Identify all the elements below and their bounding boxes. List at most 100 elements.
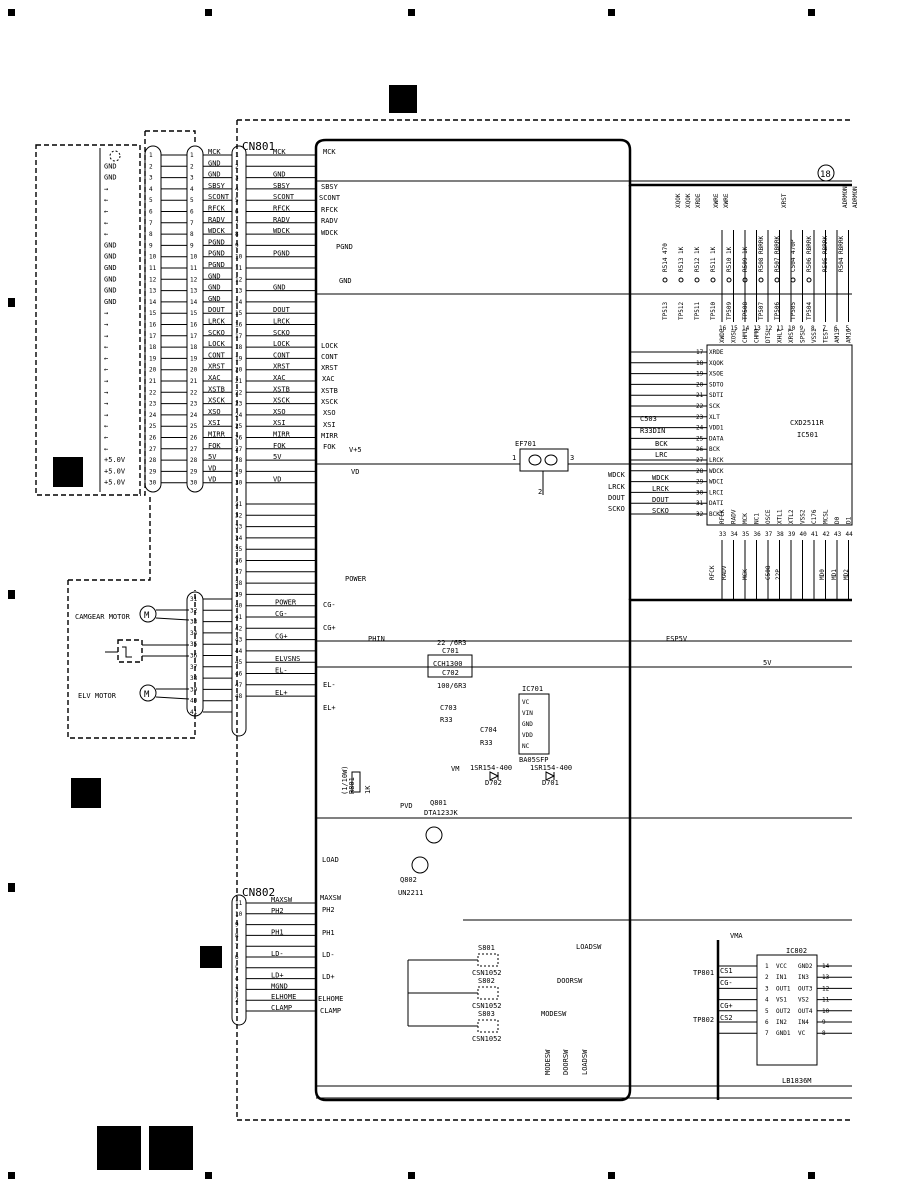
ic501-bottom-pin-num: 42 — [823, 531, 831, 538]
ic501-top-net: XQOK — [685, 193, 692, 208]
ic802-right-pin-sig: IN3 — [798, 974, 809, 981]
ic501-tp-dot — [694, 277, 700, 283]
io-label: GND — [104, 253, 117, 261]
net-label-phin: PHIN — [368, 635, 385, 643]
ic701-pin-gnd: GND — [522, 721, 533, 728]
io-label: ← — [104, 196, 108, 204]
net-label-fivev: 5V — [763, 659, 772, 667]
net-label-modesw: MODESW — [541, 1010, 567, 1018]
ic501-top-pin-num: 8 — [811, 325, 815, 332]
c703-value: R33 — [440, 716, 453, 724]
ic501-top-pin-sig: XWDE — [719, 328, 726, 343]
net-label-ldm: LD- — [322, 951, 335, 959]
net-label-maxsw: MAXSW — [320, 894, 342, 902]
diodes: 1SR154-400 1SR154-400 D702 D701 — [470, 764, 572, 787]
cn801-right-signal: XSTB — [273, 385, 290, 393]
ic501-top-net: XWRE — [713, 193, 720, 208]
ic501-bottom-pin-num: 40 — [800, 531, 808, 538]
page-tag-1 — [97, 1126, 141, 1170]
ic501-net-scko: SCKO — [652, 507, 669, 515]
cn802-pin-num: 1 — [235, 1008, 239, 1015]
cn801-right-body — [231, 145, 247, 737]
ic501-bottom-net: MCK — [742, 569, 749, 580]
net-label-doorsw: DOORSW — [557, 977, 583, 985]
cn801-lower-signal: POWER — [275, 599, 297, 607]
ic501-top-net: ADRMON — [842, 186, 849, 208]
c701-ref: C701 — [442, 647, 459, 655]
net-label-elp: EL+ — [323, 704, 336, 712]
c702-ref: C702 — [442, 669, 459, 677]
cn801-left-pin-num: 10 — [149, 254, 157, 261]
net-label-mck: MCK — [323, 148, 336, 156]
cn801-mid-pin-num: 12 — [190, 276, 198, 283]
cn801-label: CN801 — [242, 140, 275, 153]
ic501-net-r33din: R33DIN — [640, 427, 665, 435]
cn801-right-signal: PGND — [273, 250, 290, 258]
cn801-right-signal: VD — [273, 476, 281, 484]
net-label-elm: EL- — [323, 681, 336, 689]
ic501-top-net: XQOK — [675, 193, 682, 208]
cn801-left-signal: GND — [208, 272, 221, 280]
net-label-load: LOAD — [322, 856, 339, 864]
cn801-lower-pin-num: 48 — [235, 693, 243, 700]
ic802: IC802 LB1836M TP801 TP802 CS1 CS2 CG- CG… — [693, 947, 852, 1085]
cs2-label: CS2 — [720, 1014, 733, 1022]
cn801-mid-pin-num: 3 — [190, 175, 194, 182]
ic802-right-pin-sig: VC — [798, 1030, 806, 1037]
cn801-left-pin-num: 20 — [149, 367, 157, 374]
ic501-tp: TP505 — [790, 302, 797, 320]
net-label-pgnd: PGND — [336, 243, 353, 251]
cn801-right-pin-num: 7 — [235, 220, 239, 227]
io-label: GND — [104, 162, 117, 170]
cn801-lower-signal: CG- — [275, 610, 288, 618]
ic802-left-pin-sig: VCC — [776, 963, 787, 970]
switch-body — [477, 986, 499, 1000]
net-label-wdck: WDCK — [321, 229, 339, 237]
cn801-left-signal: XSCK — [208, 397, 226, 405]
cn801-lower-pin-num: 32 — [235, 512, 243, 519]
q801-part: DTA123JK — [424, 809, 459, 817]
ic802-left-pin-sig: OUT2 — [776, 1008, 791, 1015]
cn801-left-signal: CONT — [208, 351, 226, 359]
ic501-bottom-net: 22P — [775, 569, 782, 580]
ic501-left-pin-sig: SCK — [709, 403, 720, 410]
cn801-mid-pin-num: 21 — [190, 378, 198, 385]
c702-part: CCH1300 — [433, 660, 463, 668]
ic501-left-pin-sig: SDTO — [709, 381, 724, 388]
net-label-gnd: GND — [339, 277, 352, 285]
cn801-left-signal: VD — [208, 464, 216, 472]
io-label: ← — [104, 208, 108, 216]
ic501-top-pin-num: 10 — [788, 325, 796, 332]
cn801-right-pin-num: 10 — [235, 254, 243, 261]
ic802-left-pin-sig: IN1 — [776, 974, 787, 981]
cn801-right-signal: 5V — [273, 453, 282, 461]
ic701-pin-vdd: VDD — [522, 732, 533, 739]
cn801-left-signal: SCKO — [208, 329, 225, 337]
cn801-mid-pin-num: 10 — [190, 254, 198, 261]
cn801-mid-pin-num: 29 — [190, 468, 198, 475]
left-io-column: GNDGND→←←←←GNDGNDGNDGNDGNDGND→→→←←←→→→→←… — [99, 148, 126, 492]
ic802-left-pin-num: 6 — [765, 1019, 769, 1026]
ic802-right-pin-sig: IN4 — [798, 1019, 809, 1026]
cn801-right-pin-num: 11 — [235, 265, 243, 272]
net-label-xrst: XRST — [321, 364, 339, 372]
ic501-top-pin-num: 5 — [846, 325, 850, 332]
ic501-net-lrc: LRC — [655, 451, 668, 459]
ic802-left-pin-num: 1 — [765, 963, 769, 970]
ic501-bottom-pin-sig: C176 — [811, 509, 818, 524]
ic501-tp: TP510 — [710, 302, 717, 320]
ic802-left-pin-sig: VS1 — [776, 997, 787, 1004]
cn801-left-pin-num: 12 — [149, 276, 157, 283]
cn801-left-signal: DOUT — [208, 306, 226, 314]
ic501-top-ref: R513 1K — [678, 246, 685, 272]
ic501-bottom-pin-num: 34 — [731, 531, 739, 538]
cn801-right-signal: DOUT — [273, 306, 291, 314]
cn801-right-pin-num: 22 — [235, 389, 243, 396]
ic501-top-ref: R505 RBRRK — [822, 235, 829, 272]
ic501-left-pin-sig: BCKI — [709, 511, 724, 518]
ic501-top-ref: R504 RBRRK — [838, 235, 845, 272]
cn801-right-signal: LOCK — [273, 340, 291, 348]
ic501-left-pin-sig: WDCK — [709, 468, 724, 475]
